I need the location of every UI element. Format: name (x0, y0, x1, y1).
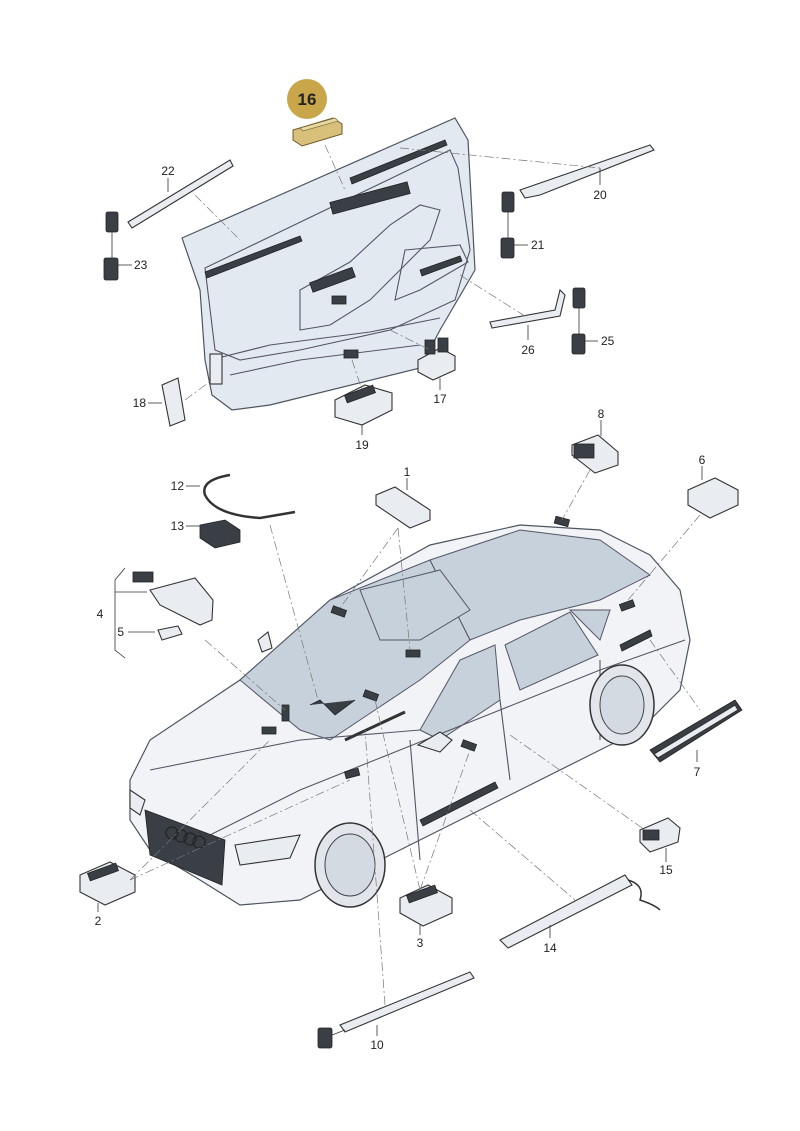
callout-22: 22 (161, 164, 175, 178)
callout-17: 17 (433, 392, 447, 406)
part-26[interactable]: 26 (489, 288, 566, 357)
part-22[interactable]: 22 (127, 159, 234, 229)
part-7[interactable]: 7 (649, 699, 743, 779)
callout-26: 26 (521, 343, 535, 357)
part-23[interactable]: 23 (103, 211, 148, 281)
part-18[interactable]: 18 (133, 377, 186, 427)
part-3[interactable]: 3 (399, 884, 453, 950)
callout-13: 13 (171, 519, 185, 533)
part-5[interactable]: 5 (117, 625, 183, 641)
part-21[interactable]: 21 (500, 191, 545, 259)
part-12[interactable]: 12 (171, 473, 296, 520)
part-20[interactable]: 20 (519, 144, 655, 202)
part-13[interactable]: 13 (171, 519, 241, 549)
part-6[interactable]: 6 (687, 453, 739, 519)
callout-5: 5 (117, 625, 124, 639)
callout-21: 21 (531, 238, 545, 252)
part-19[interactable]: 19 (334, 384, 393, 452)
callout-18: 18 (133, 396, 147, 410)
callout-7: 7 (694, 765, 701, 779)
audi-rings (165, 826, 206, 849)
callout-20: 20 (593, 188, 607, 202)
part-25[interactable]: 25 (571, 287, 615, 355)
callout-4: 4 (97, 607, 104, 621)
part-8[interactable]: 8 (571, 407, 619, 474)
callout-19: 19 (355, 438, 369, 452)
callout-1: 1 (404, 465, 411, 479)
part-14[interactable]: 14 (499, 874, 661, 955)
door-trim-panel (181, 117, 476, 411)
car-body (129, 515, 691, 908)
callout-3: 3 (417, 936, 424, 950)
callout-15: 15 (659, 863, 673, 877)
part-1[interactable]: 1 (375, 465, 431, 529)
callout-14: 14 (543, 941, 557, 955)
part-4[interactable]: 4 (97, 567, 214, 659)
callout-2: 2 (95, 914, 102, 928)
callout-10: 10 (370, 1038, 384, 1052)
callout-25: 25 (601, 334, 615, 348)
part-10[interactable]: 10 (317, 971, 475, 1052)
callout-23: 23 (134, 258, 148, 272)
highlight-badge[interactable] (287, 79, 327, 119)
callout-8: 8 (598, 407, 605, 421)
part-17[interactable]: 17 (417, 337, 456, 406)
callout-12: 12 (171, 479, 185, 493)
part-15[interactable]: 15 (639, 817, 681, 877)
part-2[interactable]: 2 (79, 861, 136, 928)
highlighted-part-16[interactable]: 16 (287, 79, 343, 147)
highlight-label: 16 (298, 90, 317, 109)
callout-6: 6 (699, 453, 706, 467)
